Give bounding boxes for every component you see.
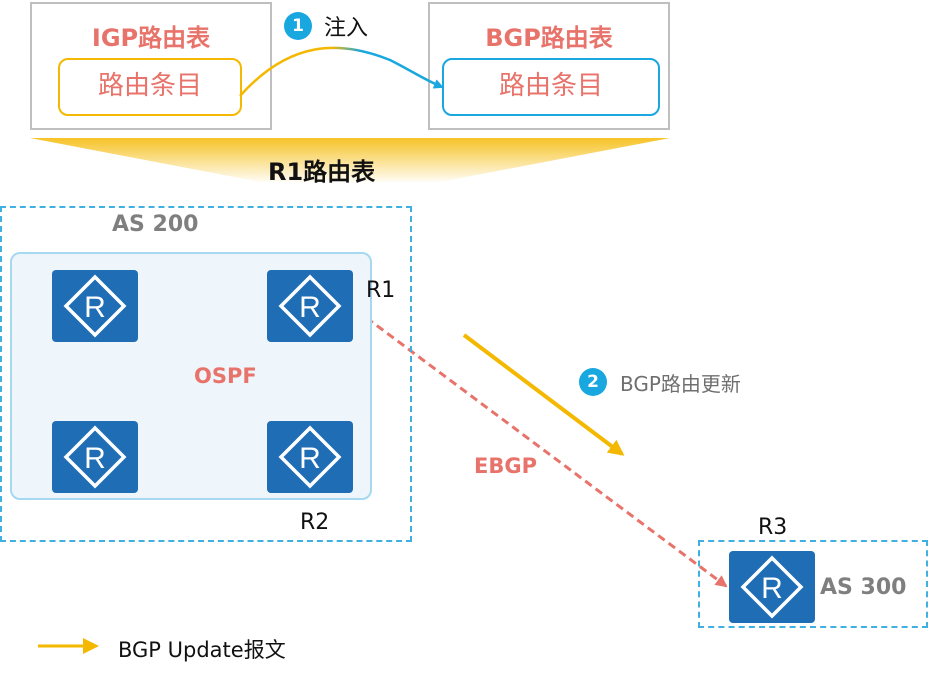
- router-r1[interactable]: R: [267, 270, 353, 342]
- igp-route-entry: 路由条目: [58, 58, 242, 116]
- router-icon: R: [278, 274, 342, 338]
- router-r3[interactable]: R: [729, 551, 815, 623]
- router-icon: R: [740, 555, 804, 619]
- step-2-label: BGP路由更新: [620, 372, 741, 396]
- router-top-left: R: [52, 270, 138, 342]
- inject-curve: [239, 46, 444, 97]
- as300-box: [698, 540, 928, 628]
- ebgp-link: [354, 308, 728, 588]
- bgp-routing-table: BGP路由表 路由条目: [428, 2, 670, 130]
- router-bottom-left: R: [52, 421, 138, 493]
- router-glyph: R: [84, 291, 106, 324]
- router-glyph: R: [299, 291, 321, 324]
- router-r2[interactable]: R: [267, 421, 353, 493]
- r1-label: R1: [366, 278, 396, 303]
- router-glyph: R: [761, 572, 783, 605]
- igp-routing-table: IGP路由表 路由条目: [30, 2, 272, 130]
- igp-table-title: IGP路由表: [91, 24, 211, 52]
- bgp-route-entry: 路由条目: [442, 58, 660, 116]
- bgp-update-arrow: [462, 333, 625, 456]
- r2-label: R2: [300, 510, 330, 535]
- legend-label: BGP Update报文: [118, 638, 286, 662]
- r1-routing-table-label: R1路由表: [268, 158, 376, 186]
- step-1-badge: 1: [284, 12, 312, 40]
- r1-table-fan: [30, 138, 670, 182]
- r3-label: R3: [758, 515, 788, 540]
- router-icon: R: [63, 425, 127, 489]
- router-icon: R: [278, 425, 342, 489]
- as200-label: AS 200: [112, 212, 199, 237]
- ospf-label: OSPF: [194, 364, 257, 388]
- ebgp-label: EBGP: [474, 454, 537, 478]
- bgp-table-title: BGP路由表: [485, 24, 613, 52]
- as200-box: [0, 206, 412, 542]
- step-1-label: 注入: [324, 16, 369, 41]
- router-glyph: R: [84, 442, 106, 475]
- step-2-badge: 2: [579, 368, 607, 396]
- router-glyph: R: [299, 442, 321, 475]
- router-icon: R: [63, 274, 127, 338]
- as300-label: AS 300: [820, 575, 907, 600]
